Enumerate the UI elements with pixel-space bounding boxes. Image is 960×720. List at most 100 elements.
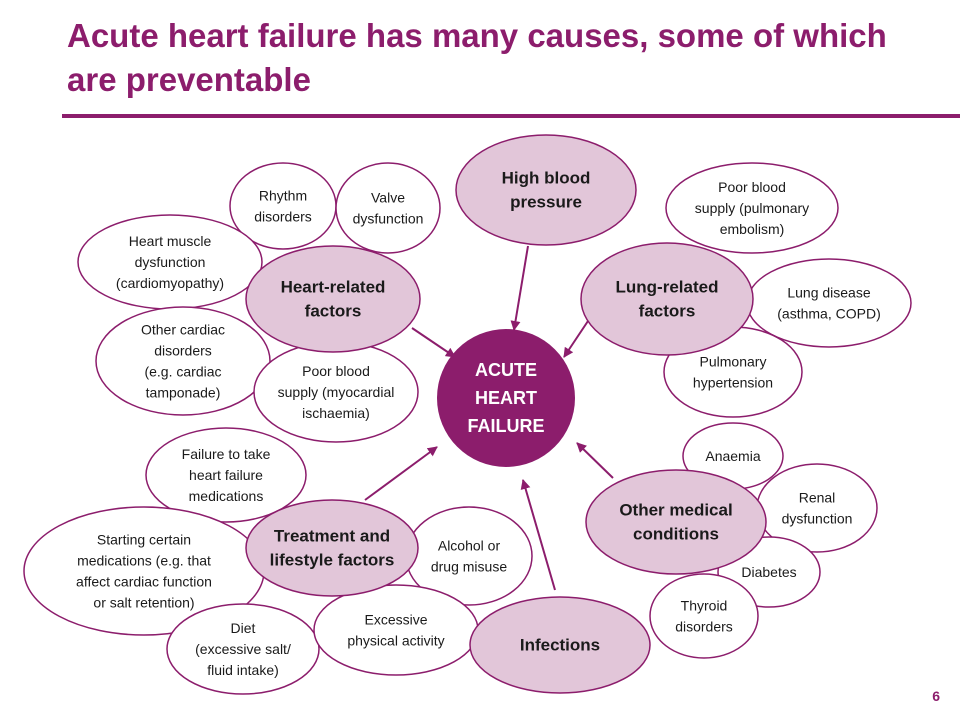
group-treatment: Treatment and lifestyle factors xyxy=(245,499,419,597)
cause-label: Poor blood xyxy=(302,363,370,379)
cause-arrow xyxy=(563,317,591,358)
cause-label: Thyroid xyxy=(681,598,728,614)
cause-label: Starting certain xyxy=(97,532,191,548)
cause-label: supply (pulmonary xyxy=(695,200,809,216)
cause-label: Valve xyxy=(371,190,405,206)
cause-cardiac: Other cardiac disorders (e.g. cardiac tampo… xyxy=(95,306,271,416)
cause-bubble xyxy=(166,603,320,695)
cause-label: Excessive xyxy=(364,612,427,628)
group-label: High blood xyxy=(502,169,591,188)
group-label: Other medical xyxy=(619,501,732,520)
cause-bubble xyxy=(649,573,759,659)
group-label: Treatment and xyxy=(274,527,390,546)
cause-label: disorders xyxy=(675,619,733,635)
cause-muscle: Heart muscle dysfunction (cardiomyopathy) xyxy=(77,214,263,310)
center-label: HEART xyxy=(475,388,537,408)
cause-label: Other cardiac xyxy=(141,322,225,338)
cause-label: dysfunction xyxy=(135,254,206,270)
group-label: factors xyxy=(305,302,362,321)
cause-alcohol: Alcohol or drug misuse xyxy=(405,506,533,606)
cause-label: supply (myocardial xyxy=(278,384,395,400)
group-label: conditions xyxy=(633,525,719,544)
cause-label: fluid intake) xyxy=(207,662,279,678)
cause-label: Pulmonary xyxy=(700,354,767,370)
cause-label: affect cardiac function xyxy=(76,574,212,590)
slide-title: Acute heart failure has many causes, som… xyxy=(67,17,887,98)
center-bubble xyxy=(437,329,575,467)
cause-label: disorders xyxy=(154,343,212,359)
center-label: ACUTE xyxy=(475,360,537,380)
cause-label: dysfunction xyxy=(353,211,424,227)
cause-renal: Renal dysfunction xyxy=(756,463,878,553)
cause-arrow xyxy=(510,245,529,331)
group-label: Lung-related xyxy=(616,278,719,297)
cause-label: medications (e.g. that xyxy=(77,553,211,569)
cause-bubble xyxy=(145,427,307,523)
cause-diet: Diet (excessive salt/fluid intake) xyxy=(166,603,320,695)
cause-label: Renal xyxy=(799,490,836,506)
cause-label: ischaemia) xyxy=(302,405,370,421)
cause-label: (asthma, COPD) xyxy=(777,306,880,322)
cause-pulmonary-embolism: Poor blood supply (pulmonary embolism) xyxy=(665,162,839,254)
group-bubble xyxy=(455,134,637,246)
cause-label: Heart muscle xyxy=(129,233,212,249)
cause-failure-meds: Failure to take heart failure medications xyxy=(145,427,307,523)
cause-bubble xyxy=(313,584,479,676)
center-acute-heart-failure: ACUTE HEART FAILURE xyxy=(437,329,575,467)
cause-label: dysfunction xyxy=(782,511,853,527)
group-other: Other medical conditions xyxy=(585,469,767,575)
group-label: Heart-related xyxy=(281,278,386,297)
group-bubble xyxy=(469,596,651,694)
cause-bubble xyxy=(665,162,839,254)
cause-label: Diabetes xyxy=(741,564,796,580)
group-bubble xyxy=(585,469,767,575)
group-lung: Lung-related factors xyxy=(580,242,754,356)
cause-label: Anaemia xyxy=(705,448,760,464)
cause-label: tamponade) xyxy=(146,385,221,401)
cause-label: heart failure xyxy=(189,467,263,483)
cause-label: physical activity xyxy=(347,633,444,649)
group-hbp: High blood pressure xyxy=(455,134,637,246)
cause-label: (e.g. cardiac xyxy=(144,364,221,380)
cause-bubble xyxy=(95,306,271,416)
page-number: 6 xyxy=(932,688,940,704)
cause-label: disorders xyxy=(254,209,312,225)
cause-rhythm: Rhythm disorders xyxy=(229,162,337,250)
group-bubble xyxy=(245,499,419,597)
cause-label: drug misuse xyxy=(431,559,507,575)
cause-starting-meds: Starting certain medications (e.g. that af… xyxy=(23,506,265,636)
group-bubble xyxy=(580,242,754,356)
group-infections: Infections xyxy=(469,596,651,694)
group-label: factors xyxy=(639,302,696,321)
cause-arrow xyxy=(411,327,456,358)
cause-label: Lung disease xyxy=(787,285,871,301)
cause-thyroid: Thyroid disorders xyxy=(649,573,759,659)
cause-valve: Valve dysfunction xyxy=(335,162,441,254)
group-heart: Heart-related factors xyxy=(245,245,421,353)
cause-label: Poor blood xyxy=(718,179,786,195)
cause-label: Rhythm xyxy=(259,188,307,204)
cause-activity: Excessive physical activity xyxy=(313,584,479,676)
cause-label: Failure to take xyxy=(182,446,271,462)
cause-arrow xyxy=(364,446,438,501)
cause-label: medications xyxy=(189,488,264,504)
cause-label: (cardiomyopathy) xyxy=(116,275,224,291)
group-bubble xyxy=(245,245,421,353)
cause-label: Diet xyxy=(231,620,256,636)
cause-label: (excessive salt/ xyxy=(195,641,291,657)
cause-label: or salt retention) xyxy=(93,595,194,611)
cause-arrow xyxy=(520,479,556,591)
group-label: Infections xyxy=(520,636,600,655)
cause-label: Alcohol or xyxy=(438,538,501,554)
group-label: pressure xyxy=(510,193,582,212)
cause-bubble xyxy=(335,162,441,254)
cause-arrow xyxy=(576,442,614,479)
cause-label: embolism) xyxy=(720,221,785,237)
title-divider xyxy=(62,114,960,118)
cause-myocardial: Poor blood supply (myocardial ischaemia) xyxy=(253,341,419,443)
cause-label: hypertension xyxy=(693,375,773,391)
cause-lung-disease: Lung disease (asthma, COPD) xyxy=(746,258,912,348)
group-label: lifestyle factors xyxy=(270,551,395,570)
center-label: FAILURE xyxy=(467,416,544,436)
